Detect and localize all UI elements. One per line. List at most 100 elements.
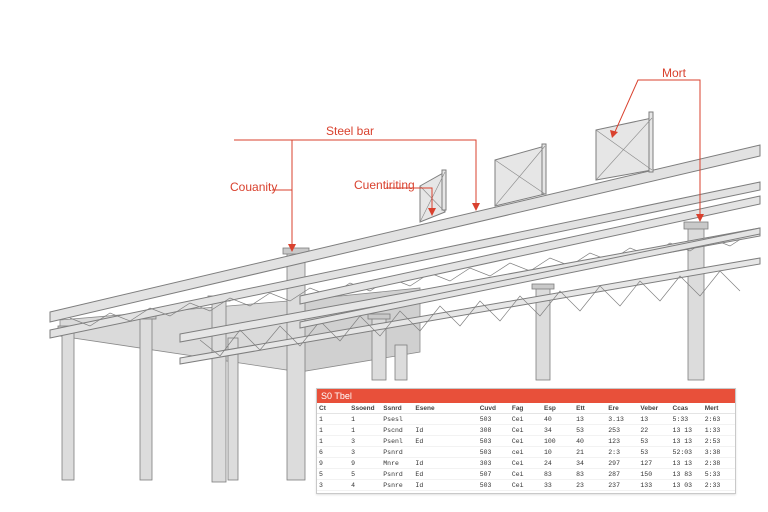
table-cell	[413, 413, 446, 425]
table-cell: 21	[574, 446, 607, 458]
table-cell: 237	[606, 479, 639, 491]
table-header-row: Ct Ssoend Ssnrd Esene Cuvd Fag Esp Ett E…	[317, 403, 735, 414]
table-cell: 13	[574, 413, 607, 425]
header-cell: Ct	[317, 403, 350, 414]
callout-mort: Mort	[662, 66, 686, 80]
table-cell: 6	[317, 446, 350, 458]
table-cell: 23	[574, 479, 607, 491]
table-cell: 253	[606, 424, 639, 436]
table-cell: 3	[317, 479, 350, 491]
table-cell: 2:63	[702, 413, 735, 425]
table-cell: 53	[638, 435, 671, 447]
table-cell	[445, 424, 478, 436]
quantity-table-panel: S0 Tbel Ct Ssoend Ssnrd Esene Cuvd Fag E…	[316, 388, 736, 494]
table-cell: 28	[574, 490, 607, 493]
table-cell: 3	[349, 435, 382, 447]
table-cell: Psnre	[381, 479, 414, 491]
table-cell: 503	[477, 446, 510, 458]
table-cell: 5	[349, 468, 382, 480]
table-cell: 4	[349, 479, 382, 491]
table-cell: 237	[606, 490, 639, 493]
callout-steel-bar: Steel bar	[326, 124, 375, 138]
table-cell: 83	[541, 468, 575, 480]
header-cell: Ccas	[670, 403, 703, 414]
table-cell: 503	[477, 413, 510, 425]
table-cell: 1	[317, 424, 350, 436]
header-cell: Fag	[509, 403, 542, 414]
header-cell: Ere	[606, 403, 639, 414]
table-cell: 13 83	[670, 468, 703, 480]
table-cell	[445, 413, 478, 425]
table-cell: 10	[541, 446, 575, 458]
table-title: S0 Tbel	[317, 389, 735, 403]
table-cell: 53	[574, 424, 607, 436]
table-cell: 2:53	[702, 435, 735, 447]
table-cell: 5:33	[702, 468, 735, 480]
table-cell: 2:33	[702, 490, 735, 493]
column	[61, 329, 75, 481]
table-cell: 40	[574, 435, 607, 447]
table-cell: 33	[541, 479, 575, 491]
header-cell	[445, 403, 478, 414]
table-cell: 5:33	[670, 413, 703, 425]
table-cell: Id	[413, 457, 446, 469]
header-cell: Ett	[574, 403, 607, 414]
table-cell: 1:33	[702, 424, 735, 436]
table-cell: Pney	[381, 490, 414, 493]
table-cell: 100	[541, 435, 575, 447]
table-cell: 287	[606, 468, 639, 480]
frame-bracing	[419, 117, 653, 223]
table-cell: 34	[541, 424, 575, 436]
table-cell: 2:38	[702, 457, 735, 469]
table-cell: 303	[477, 490, 510, 493]
table-cell: 297	[606, 457, 639, 469]
table-cell: Psesl	[381, 413, 414, 425]
table-cell: Id	[413, 424, 446, 436]
table-cell	[445, 457, 478, 469]
table-cell: Psnrd	[381, 446, 414, 458]
table-cell: 308	[477, 424, 510, 436]
table-cell: 87	[541, 490, 575, 493]
table-cell: 34	[574, 457, 607, 469]
table-cell: 83	[574, 468, 607, 480]
table-cell: Mnre	[381, 457, 414, 469]
callout-leaders	[234, 79, 701, 246]
table-cell: 133	[638, 490, 671, 493]
column	[139, 317, 153, 481]
table-cell: 507	[477, 468, 510, 480]
table-cell: Cei	[509, 468, 542, 480]
table-cell: 24	[541, 457, 575, 469]
table-cell: Cei	[509, 457, 542, 469]
table-cell	[445, 468, 478, 480]
header-cell: Veber	[638, 403, 671, 414]
table-cell: 13 13	[670, 424, 703, 436]
table-cell: 150	[638, 468, 671, 480]
table-cell: 13 03	[670, 479, 703, 491]
table-cell: 127	[638, 457, 671, 469]
table-cell: Cei	[509, 490, 542, 493]
table-cell: 13 13	[670, 435, 703, 447]
table-cell: 2:33	[702, 479, 735, 491]
table-cell: Ed	[413, 435, 446, 447]
table-cell: 1	[317, 435, 350, 447]
table-cell: 53	[638, 446, 671, 458]
table-cell: 303	[477, 457, 510, 469]
table-cell: Id	[413, 479, 446, 491]
column	[227, 337, 239, 481]
table-cell: 5	[317, 468, 350, 480]
main-truss-upper	[49, 144, 761, 339]
header-cell: Cuvd	[477, 403, 510, 414]
table-cell	[445, 435, 478, 447]
table-cell: 3.13	[606, 413, 639, 425]
table-cell: 9	[349, 457, 382, 469]
table-cell: cei	[509, 446, 542, 458]
table-cell: Cei	[509, 479, 542, 491]
table-cell: 3:38	[702, 446, 735, 458]
table-cell: 1	[349, 424, 382, 436]
